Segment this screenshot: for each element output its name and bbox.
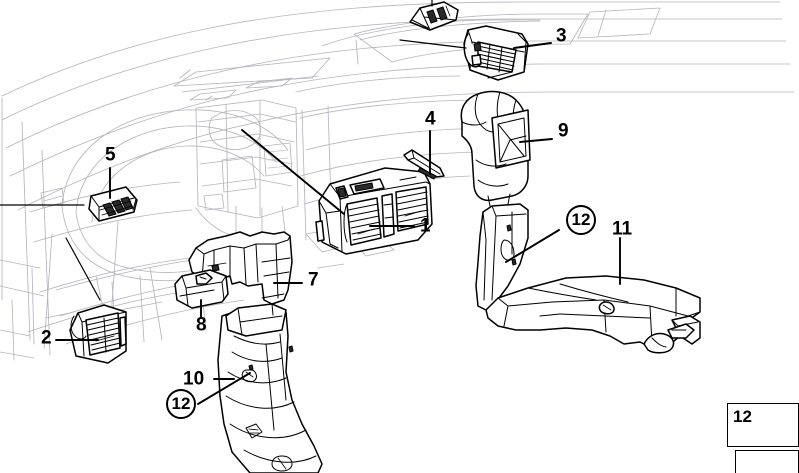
legend-fastener-number: 12 xyxy=(733,407,752,426)
leader-12a xyxy=(505,229,560,263)
callout-label-4: 4 xyxy=(425,108,436,130)
leader-3-dashpointer xyxy=(399,39,467,49)
part-center-dashboard-vent-assembly xyxy=(315,167,433,255)
leader-2-dashpointer xyxy=(65,237,101,301)
part-side-dashboard-vent-right xyxy=(463,25,529,81)
legend-fastener-box xyxy=(727,403,799,447)
callout-label-1: 1 xyxy=(420,215,431,237)
callout-label-2: 2 xyxy=(41,327,52,349)
leader-lines xyxy=(0,0,621,405)
leader-line-hvac-to-vent1 xyxy=(241,129,345,215)
legend-arrow-box xyxy=(735,450,799,473)
callout-label-9: 9 xyxy=(558,120,569,142)
part-side-dashboard-vent-left xyxy=(69,304,127,364)
circled-callout-12-footwell-duct: 12 xyxy=(166,389,196,419)
part-vent-retaining-clip xyxy=(403,149,445,180)
circled-callout-12-rear-duct: 12 xyxy=(566,205,596,235)
callout-label-10: 10 xyxy=(183,368,205,390)
leader-9 xyxy=(519,138,553,143)
callout-label-8: 8 xyxy=(196,314,207,336)
callout-label-3: 3 xyxy=(556,25,567,47)
part-footwell-air-duct-upper xyxy=(188,231,293,305)
part-small-vent-grille-top xyxy=(409,1,459,31)
callout-label-7: 7 xyxy=(308,269,319,291)
callout-label-5: 5 xyxy=(105,144,116,166)
part-rear-footwell-air-duct xyxy=(217,303,323,473)
part-rear-console-air-duct xyxy=(475,203,701,354)
part-air-duct-cover-cap xyxy=(174,269,229,309)
leader-3 xyxy=(513,42,552,49)
leader-12b xyxy=(197,372,251,405)
callout-label-11: 11 xyxy=(612,218,633,240)
part-defroster-vent-grille xyxy=(88,186,138,222)
part-side-window-air-duct xyxy=(460,90,531,209)
